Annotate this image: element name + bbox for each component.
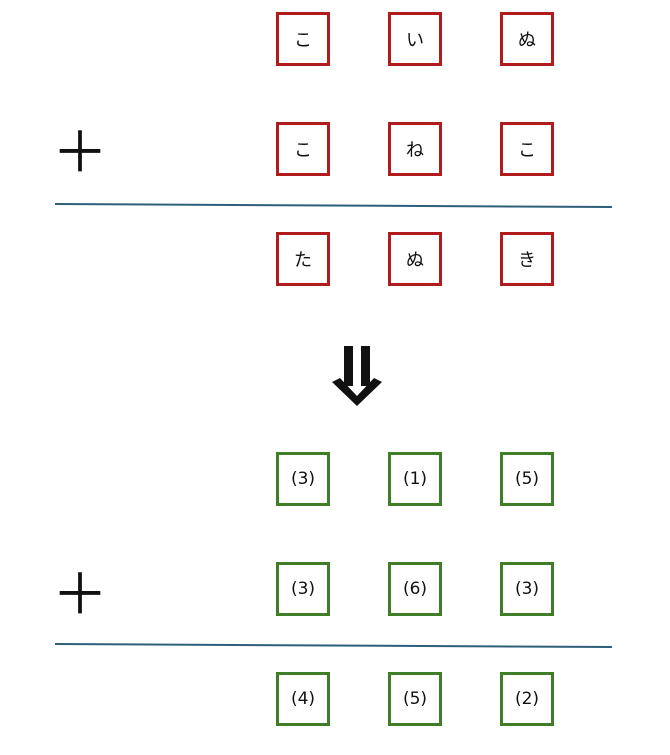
- bottom-row1-box-3: (5): [500, 452, 554, 506]
- top-row2-box-2: ね: [388, 122, 442, 176]
- top-row1-box-3: ぬ: [500, 12, 554, 66]
- bottom-result-box-1: (4): [276, 672, 330, 726]
- top-plus-sign: ＋: [52, 121, 108, 186]
- top-result-box-2: ぬ: [388, 232, 442, 286]
- bottom-row1-box-1: (3): [276, 452, 330, 506]
- top-result-box-3: き: [500, 232, 554, 286]
- bottom-row2-box-2: (6): [388, 562, 442, 616]
- top-row1-box-2: い: [388, 12, 442, 66]
- bottom-result-box-2: (5): [388, 672, 442, 726]
- bottom-row1-box-2: (1): [388, 452, 442, 506]
- top-row2-box-3: こ: [500, 122, 554, 176]
- bottom-row2-box-3: (3): [500, 562, 554, 616]
- bottom-result-box-3: (2): [500, 672, 554, 726]
- bottom-row2-box-1: (3): [276, 562, 330, 616]
- bottom-plus-sign: ＋: [52, 563, 108, 628]
- top-result-box-1: た: [276, 232, 330, 286]
- double-down-arrow-icon: [332, 346, 382, 406]
- top-row1-box-1: こ: [276, 12, 330, 66]
- top-row2-box-1: こ: [276, 122, 330, 176]
